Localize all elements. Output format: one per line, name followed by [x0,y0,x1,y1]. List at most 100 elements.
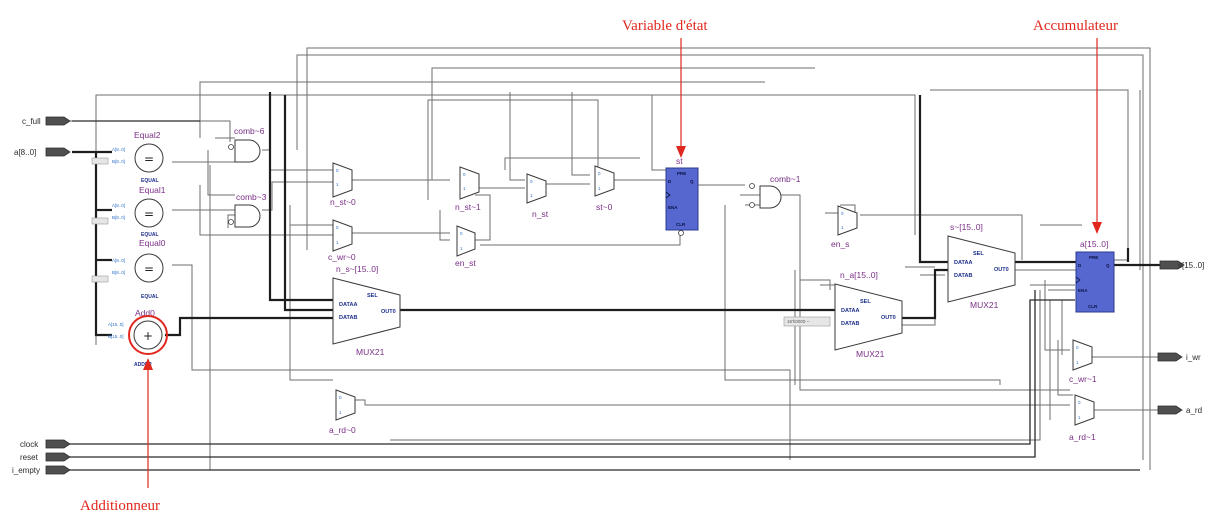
adder-highlight-circle [128,315,168,355]
and-gate-comb6: comb~6 [228,126,265,163]
mux-en-st: 01 en_st [455,225,476,268]
block-name: comb~6 [234,126,265,136]
svg-text:Q: Q [690,179,694,184]
and-gate-comb1: comb~1 [749,174,801,209]
svg-text:B[8..0]: B[8..0] [112,270,125,275]
svg-text:0: 0 [530,179,533,184]
comparator-equal2: Equal2 A[8..0] B[8..0] = EQUAL [91,130,164,184]
adder-add0: Add0 A[15..0] B[15..0] + ADDER [108,308,168,368]
svg-text:OUT0: OUT0 [994,267,1009,273]
block-name: n_st~1 [455,202,481,212]
comparator-equal1: Equal1 A[8..0] B[8..0] = EQUAL [91,185,166,238]
svg-text:D: D [1078,263,1082,268]
block-name: a[15..0] [1080,239,1108,249]
annotation-accumulator: Accumulateur [1033,18,1118,234]
arrow-down-icon [676,146,686,158]
svg-text:DATAB: DATAB [954,273,972,279]
block-name: en_st [455,258,476,268]
svg-text:OUT0: OUT0 [381,309,396,315]
svg-text:DATAB: DATAB [841,321,859,327]
block-name: comb~3 [236,192,267,202]
equal-icon: = [144,207,154,221]
svg-text:ENA: ENA [668,205,678,210]
block-name: st~0 [596,202,613,212]
mux-en-s: 01 en_s [831,205,858,249]
annotation-state-variable: Variable d'état [622,18,708,158]
svg-text:SEL: SEL [367,293,378,299]
pin-label: a_rd [1186,406,1202,415]
block-name: n_st [532,209,549,219]
block-name: n_a[15..0] [840,270,878,280]
plus-icon: + [143,329,153,343]
block-name: Equal0 [139,238,166,248]
block-name: a_rd~1 [1069,432,1096,442]
svg-text:Q: Q [1106,263,1110,268]
svg-text:B[8..0]: B[8..0] [112,159,125,164]
pin-label: i_wr [1186,353,1201,362]
output-pin-a-rd: a_rd [1157,405,1202,415]
pin-label: i_empty [12,466,40,475]
svg-text:CLR: CLR [676,222,686,227]
block-name: c_wr~1 [1069,374,1097,384]
block-type: ADDER [134,362,152,368]
svg-text:A[8..0]: A[8..0] [112,258,125,263]
svg-text:0: 0 [1076,345,1079,350]
svg-text:1: 1 [598,186,601,191]
svg-text:CLR: CLR [1088,304,1098,309]
mux-st0: 0 1 st~0 [594,165,615,212]
arrow-down-icon [1092,222,1102,234]
block-name: Add0 [135,308,155,318]
svg-text:SEL: SEL [860,299,871,305]
mux21-s: s~[15..0] SEL DATAA DATAB OUT0 MUX21 [947,222,1016,310]
wire-network [70,47,1158,470]
block-name: Equal2 [134,130,161,140]
constant-zero: 16'h0000 -- [787,319,810,324]
svg-text:A[8..0]: A[8..0] [112,203,125,208]
svg-text:DATAB: DATAB [339,315,357,321]
mux21-n-a: n_a[15..0] SEL DATAA DATAB OUT0 16'h0000… [783,270,903,359]
output-pin-s-bus: s[15..0] [1159,260,1204,270]
input-pin-a-bus: a[8..0] [14,147,71,157]
annotation-label: Variable d'état [622,18,708,34]
control-lines [68,120,1140,471]
mux-c-wr0: 01 c_wr~0 [328,219,356,262]
svg-text:DATAA: DATAA [954,260,972,266]
svg-text:B[8..0]: B[8..0] [112,215,125,220]
svg-text:1: 1 [460,246,463,251]
svg-text:0: 0 [1078,400,1081,405]
svg-text:A[8..0]: A[8..0] [112,147,125,152]
svg-text:1: 1 [336,240,339,245]
data-bus-lines [72,92,1160,337]
equal-icon: = [144,152,154,166]
block-type: EQUAL [141,178,159,184]
input-pin-i-empty: i_empty [12,465,71,475]
svg-text:0: 0 [598,171,601,176]
mux-n-st: 01 n_st [526,173,549,219]
svg-text:PRE: PRE [677,171,686,176]
block-name: s~[15..0] [950,222,983,232]
pin-label: s[15..0] [1178,261,1204,270]
svg-text:A[15..0]: A[15..0] [108,322,124,327]
input-pin-reset: reset [20,452,71,462]
svg-text:PRE: PRE [1089,255,1098,260]
annotation-label: Accumulateur [1033,18,1118,34]
svg-text:1: 1 [339,410,342,415]
svg-text:DATAA: DATAA [339,302,357,308]
pin-label: clock [20,440,39,449]
svg-text:1: 1 [463,186,466,191]
svg-text:1: 1 [841,225,844,230]
pin-label: reset [20,453,39,462]
svg-text:0: 0 [841,211,844,216]
input-pin-c-full: c_full [22,116,71,126]
comparator-equal0: Equal0 A[8..0] B[8..0] = EQUAL [91,238,166,300]
equal-icon: = [144,262,154,276]
block-name: comb~1 [770,174,801,184]
svg-text:1: 1 [1076,360,1079,365]
svg-text:DATAA: DATAA [841,308,859,314]
block-name: st [676,156,683,166]
block-name: a_rd~0 [329,425,356,435]
pin-label: a[8..0] [14,148,36,157]
mux-n-st1: 01 n_st~1 [455,166,481,212]
block-type: EQUAL [141,232,159,238]
